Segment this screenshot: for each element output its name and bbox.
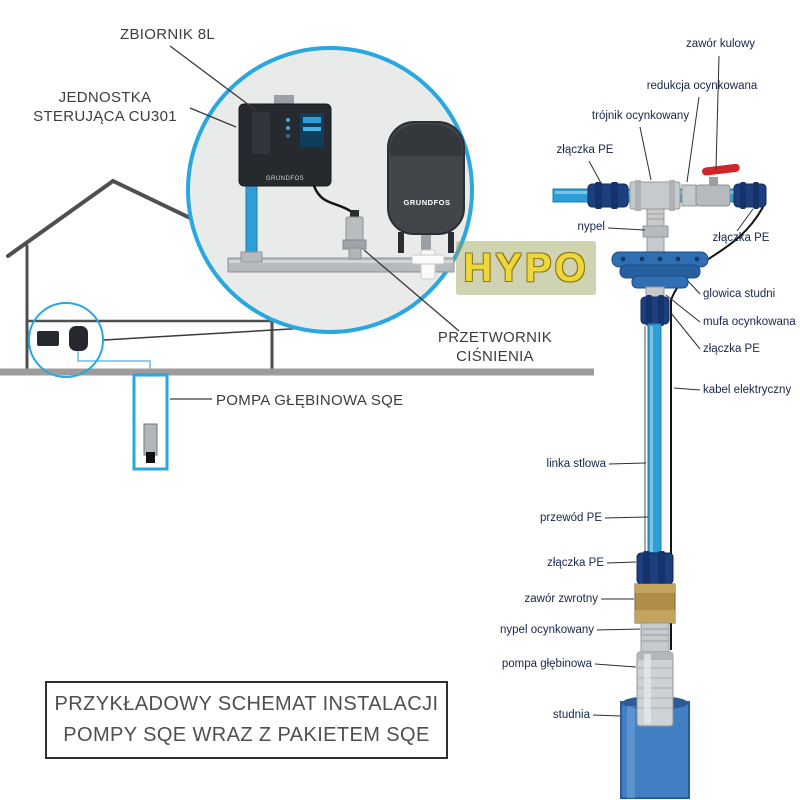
tank-brand-text: GRUNDFOS xyxy=(404,198,451,207)
part-leader-lines xyxy=(588,55,754,717)
label-ball-valve: zawór kulowy xyxy=(685,38,756,50)
label-tank: ZBIORNIK 8L xyxy=(120,26,215,43)
vertical-pe-pipe xyxy=(647,323,662,555)
label-submersible-pump: POMPA GŁĘBINOWA SQE xyxy=(216,392,404,409)
label-pe-fitting-lower: złączka PE xyxy=(547,557,604,569)
label-well-head: glowica studni xyxy=(703,288,776,300)
label-galvanized-reduction: redukcja ocynkowana xyxy=(646,80,758,92)
label-well: studnia xyxy=(552,709,590,721)
label-pe-pipe: przewód PE xyxy=(539,512,602,524)
pressure-transducer xyxy=(342,210,367,260)
label-pump: pompa głębinowa xyxy=(501,658,592,670)
control-unit-cu301: GRUNDFOS xyxy=(238,95,332,187)
label-steel-rope: linka stlowa xyxy=(546,458,606,470)
galvanized-nipple-lower xyxy=(640,622,670,653)
wellhead-assembly xyxy=(552,163,767,799)
galvanized-tee xyxy=(629,180,681,211)
check-valve xyxy=(634,583,676,624)
label-check-valve: zawór zwrotny xyxy=(524,593,599,605)
indoor-tank xyxy=(69,326,88,351)
transducer-cable xyxy=(312,185,353,214)
pe-fitting-left xyxy=(587,182,629,209)
pe-fitting-lower xyxy=(636,551,674,586)
caption-box: PRZYKŁADOWY SCHEMAT INSTALACJI POMPY SQE… xyxy=(45,681,448,759)
label-galvanized-coupling: mufa ocynkowana xyxy=(703,316,796,328)
label-nipple: nypel xyxy=(577,221,606,233)
label-galvanized-nipple: nypel ocynkowany xyxy=(500,624,594,636)
well-pump xyxy=(143,423,158,456)
zoom-source-circle xyxy=(28,302,104,378)
pe-fitting-wellhead xyxy=(640,295,670,326)
well-shaft xyxy=(132,373,169,471)
well-head xyxy=(611,251,709,289)
zoom-connector-line xyxy=(103,327,308,341)
indoor-control-unit xyxy=(37,331,59,346)
tank-tee-fitting xyxy=(411,249,445,280)
control-unit-brand-text: GRUNDFOS xyxy=(266,176,304,182)
zoom-inset: GRUNDFOS GRUNDFOS xyxy=(186,46,474,334)
galvanized-nipple-top xyxy=(642,208,669,254)
inset-blue-pipe xyxy=(245,185,258,259)
label-control-unit: JEDNOSTKA STERUJĄCA CU301 xyxy=(33,89,177,125)
label-electric-cable: kabel elektryczny xyxy=(703,384,792,396)
label-pe-fitting-left: złączka PE xyxy=(556,144,614,156)
ball-valve xyxy=(695,163,740,207)
label-pe-fitting-wellhead: złączka PE xyxy=(703,343,760,355)
pressure-tank: GRUNDFOS xyxy=(387,121,465,253)
submersible-pump xyxy=(636,651,674,727)
label-pe-fitting-right: złączka PE xyxy=(712,232,770,244)
galvanized-reduction xyxy=(681,184,697,207)
watermark: HYPO xyxy=(456,241,596,295)
ball-valve-lever xyxy=(701,163,740,176)
inset-gray-pipe xyxy=(227,257,455,273)
label-galvanized-tee: trójnik ocynkowany xyxy=(591,110,690,122)
pe-fitting-right xyxy=(733,182,767,209)
label-pressure-transducer: PRZETWORNIK CIŚNIENIA xyxy=(437,329,553,365)
main-leader-lines xyxy=(169,45,460,400)
electric-cable xyxy=(670,206,764,650)
inset-elbow xyxy=(240,251,263,263)
